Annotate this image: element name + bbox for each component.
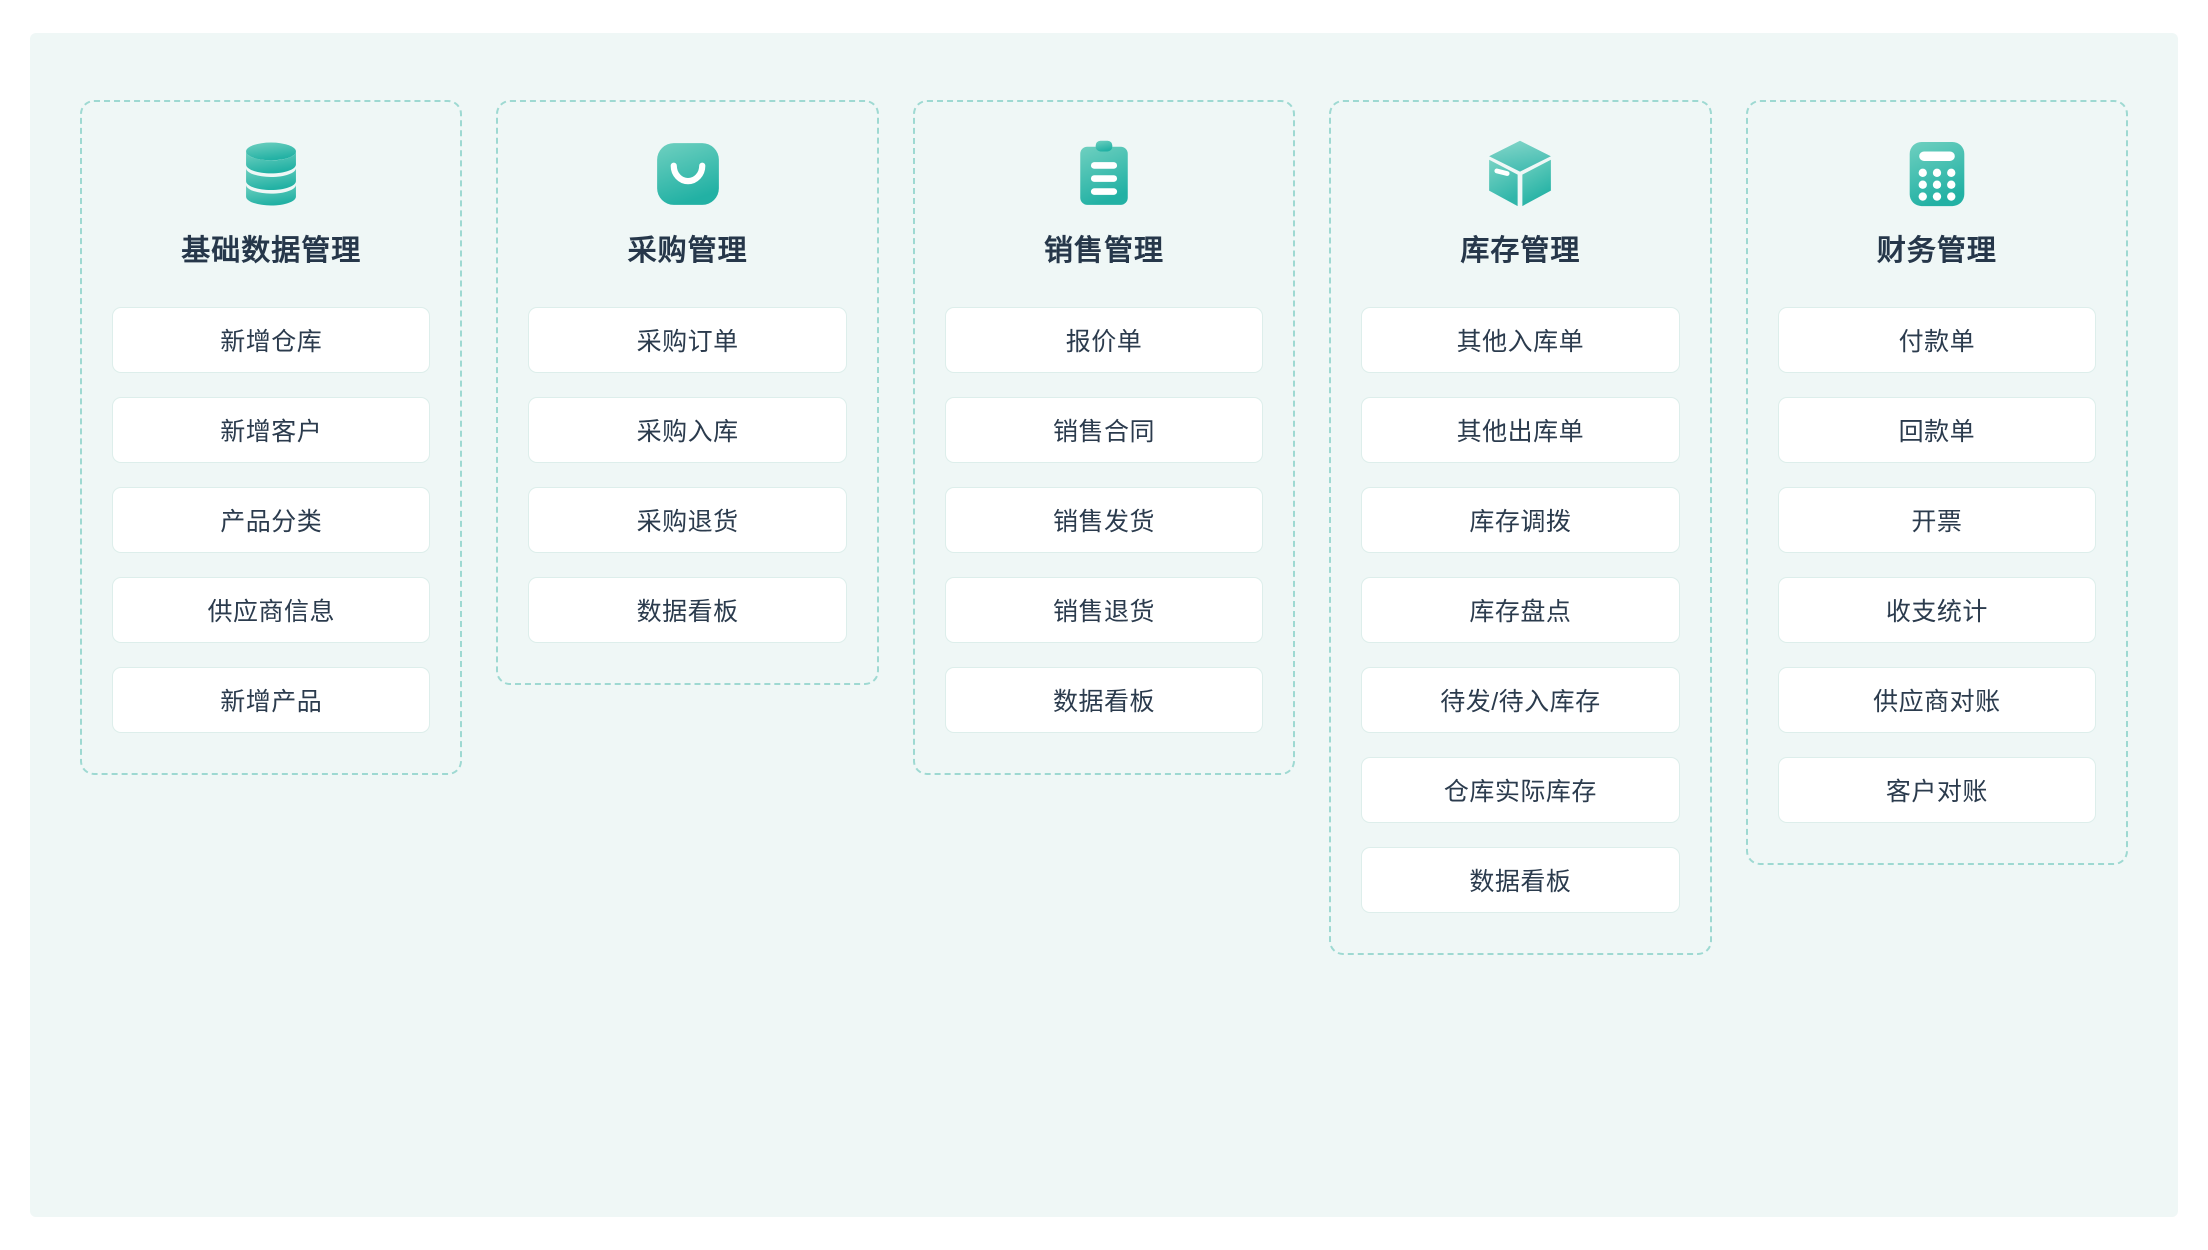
module-panel: 基础数据管理新增仓库新增客户产品分类供应商信息新增产品采购管理采购订单采购入库采… (30, 33, 2178, 1217)
action-button[interactable]: 数据看板 (1361, 846, 1680, 913)
module-card-finance-management: 财务管理付款单回款单开票收支统计供应商对账客户对账 (1745, 100, 2129, 865)
calculator-icon (1909, 141, 1965, 207)
action-button[interactable]: 新增产品 (112, 666, 431, 733)
module-card-sales-management: 销售管理报价单销售合同销售发货销售退货数据看板 (912, 100, 1296, 775)
action-button[interactable]: 数据看板 (944, 666, 1264, 733)
action-list: 采购订单采购入库采购退货数据看板 (528, 306, 847, 643)
action-button[interactable]: 其他出库单 (1361, 396, 1680, 463)
action-button[interactable]: 新增客户 (112, 396, 431, 463)
action-button[interactable]: 收支统计 (1777, 576, 2097, 643)
action-button[interactable]: 库存调拨 (1361, 486, 1680, 553)
action-button[interactable]: 新增仓库 (112, 306, 431, 373)
action-list: 其他入库单其他出库单库存调拨库存盘点待发/待入库存仓库实际库存数据看板 (1361, 306, 1680, 913)
module-grid: 基础数据管理新增仓库新增客户产品分类供应商信息新增产品采购管理采购订单采购入库采… (80, 100, 2129, 955)
action-button[interactable]: 采购订单 (528, 306, 847, 373)
action-list: 报价单销售合同销售发货销售退货数据看板 (944, 306, 1264, 733)
action-button[interactable]: 回款单 (1777, 396, 2097, 463)
module-card-basic-data-management: 基础数据管理新增仓库新增客户产品分类供应商信息新增产品 (80, 100, 463, 775)
action-list: 新增仓库新增客户产品分类供应商信息新增产品 (112, 306, 431, 733)
action-button[interactable]: 库存盘点 (1361, 576, 1680, 643)
database-icon (246, 142, 297, 206)
module-card-inventory-management: 库存管理其他入库单其他出库单库存调拨库存盘点待发/待入库存仓库实际库存数据看板 (1329, 100, 1712, 955)
action-button[interactable]: 产品分类 (112, 486, 431, 553)
action-list: 付款单回款单开票收支统计供应商对账客户对账 (1777, 306, 2097, 823)
action-button[interactable]: 待发/待入库存 (1361, 666, 1680, 733)
action-button[interactable]: 付款单 (1777, 306, 2097, 373)
module-title: 库存管理 (1460, 235, 1581, 267)
action-button[interactable]: 供应商信息 (112, 576, 431, 643)
module-title: 财务管理 (1876, 235, 1997, 267)
action-button[interactable]: 销售退货 (944, 576, 1264, 643)
module-title: 采购管理 (627, 235, 748, 267)
action-button[interactable]: 其他入库单 (1361, 306, 1680, 373)
module-card-purchase-management: 采购管理采购订单采购入库采购退货数据看板 (496, 100, 879, 685)
action-button[interactable]: 仓库实际库存 (1361, 756, 1680, 823)
action-button[interactable]: 采购入库 (528, 396, 847, 463)
action-button[interactable]: 开票 (1777, 486, 2097, 553)
action-button[interactable]: 销售发货 (944, 486, 1264, 553)
box-icon (1489, 140, 1552, 207)
action-button[interactable]: 数据看板 (528, 576, 847, 643)
clipboard-icon (1080, 140, 1128, 205)
action-button[interactable]: 采购退货 (528, 486, 847, 553)
shopping-bag-icon (656, 143, 719, 205)
action-button[interactable]: 报价单 (944, 306, 1264, 373)
action-button[interactable]: 供应商对账 (1777, 666, 2097, 733)
action-button[interactable]: 销售合同 (944, 396, 1264, 463)
module-title: 基础数据管理 (181, 235, 362, 267)
module-title: 销售管理 (1044, 235, 1165, 267)
action-button[interactable]: 客户对账 (1777, 756, 2097, 823)
